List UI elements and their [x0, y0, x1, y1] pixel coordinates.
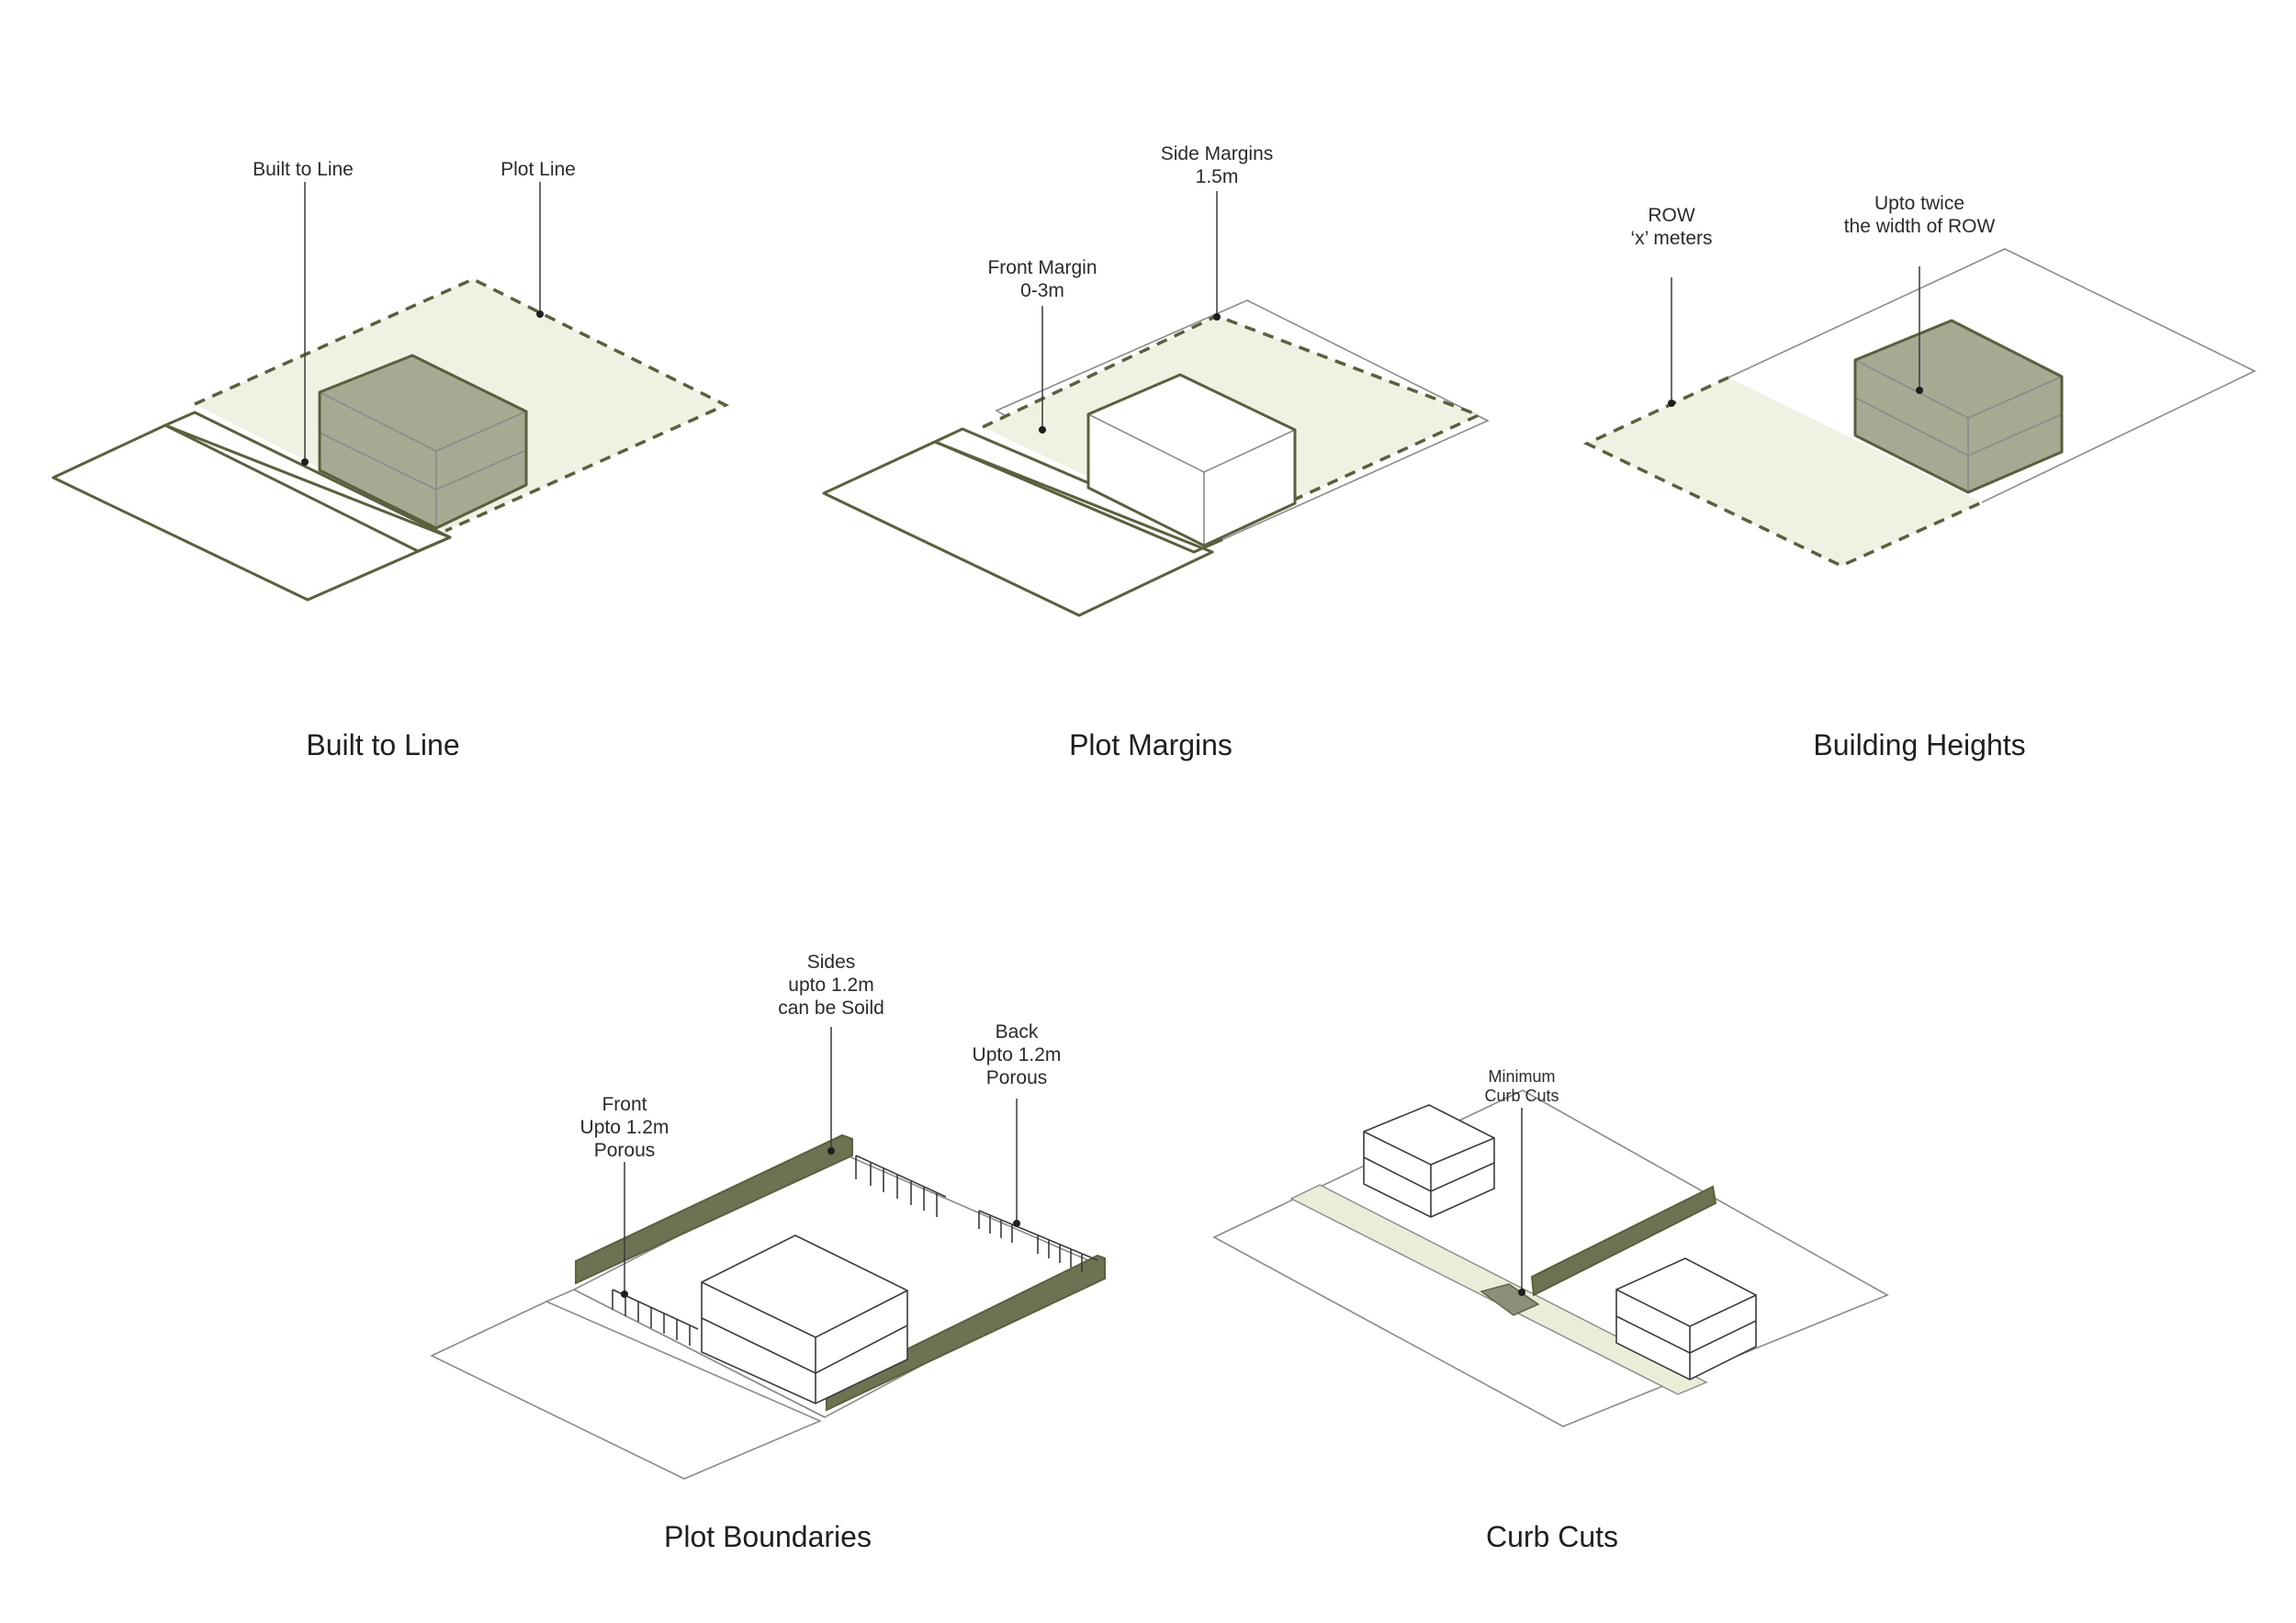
label-front-margin-1: Front Margin [987, 257, 1097, 278]
label-back-2: Upto 1.2m [973, 1044, 1062, 1065]
panel-title: Plot Margins [1069, 728, 1232, 761]
boundary-wall [1530, 1185, 1717, 1297]
row-area [1587, 378, 1982, 566]
label-front-2: Upto 1.2m [580, 1117, 670, 1138]
side-margin-dashed [982, 314, 1483, 538]
leader-dot [1039, 426, 1046, 434]
leader-dot [536, 310, 544, 318]
building-block-right [1615, 1257, 1757, 1381]
leader-dot [1518, 1289, 1525, 1296]
panel-built-to-line: Built to Line Plot Line Built to Line [51, 159, 730, 761]
label-front-3: Porous [594, 1140, 656, 1161]
panel-building-heights: ROW ‘x’ meters Upto twice the width of R… [1582, 193, 2257, 761]
label-upto-2: the width of ROW [1844, 216, 1996, 237]
row-dashed [1582, 376, 1983, 568]
building-block [318, 354, 528, 530]
leader-dot [1013, 1220, 1020, 1227]
building-block [701, 1234, 908, 1404]
label-back-3: Porous [986, 1067, 1048, 1088]
sidewalk-strip [933, 427, 1223, 554]
leader-dot [1213, 313, 1221, 321]
label-sides-1: Sides [807, 952, 856, 973]
right-side-wall-solid [826, 1254, 1106, 1412]
label-minimum: Minimum [1488, 1067, 1555, 1086]
label-back-1: Back [996, 1021, 1039, 1043]
label-front-margin-2: 0-3m [1020, 280, 1064, 301]
plot-line-dashed [194, 277, 730, 533]
label-row-2: ‘x’ meters [1630, 228, 1712, 249]
label-curb-cuts: Curb Cuts [1484, 1087, 1559, 1105]
front-fence-porous [612, 1289, 699, 1346]
back-fence-porous [855, 1155, 1098, 1272]
road-strip [822, 440, 1214, 617]
panel-title: Building Heights [1813, 728, 2025, 761]
label-built-to-line: Built to Line [253, 159, 354, 180]
label-plot-line: Plot Line [501, 159, 576, 180]
panel-plot-boundaries: Sides upto 1.2m can be Soild Back Upto 1… [430, 952, 1107, 1553]
building-block [1086, 373, 1297, 547]
leader-dot [301, 458, 309, 466]
label-row-1: ROW [1648, 205, 1695, 226]
panel-title: Built to Line [306, 728, 459, 761]
sidewalk-strip [163, 411, 452, 553]
label-front-1: Front [602, 1094, 647, 1115]
label-sides-3: can be Soild [778, 997, 884, 1019]
side-wall-solid [575, 1133, 853, 1285]
panel-title: Plot Boundaries [664, 1520, 872, 1553]
panel-title: Curb Cuts [1486, 1520, 1618, 1553]
leader-dot [1916, 387, 1923, 394]
building-block [1853, 319, 2064, 494]
panel-plot-margins: Side Margins 1.5m Front Margin 0-3m Plot… [822, 143, 1490, 761]
label-upto-1: Upto twice [1874, 193, 1964, 214]
road-strip [430, 1301, 823, 1480]
label-side-margins-2: 1.5m [1196, 166, 1239, 187]
label-sides-2: upto 1.2m [788, 975, 873, 996]
panel-curb-cuts: Minimum Curb Cuts Curb Cuts [1212, 1067, 1889, 1553]
plot-outline [1728, 248, 2257, 503]
street-outline [1212, 1089, 1889, 1427]
leader-dot [1668, 400, 1675, 407]
leader-dot [621, 1291, 628, 1298]
curb-cut-marker [1480, 1283, 1540, 1316]
leader-dot [827, 1147, 835, 1155]
building-block-left [1363, 1104, 1495, 1218]
label-side-margins-1: Side Margins [1161, 143, 1274, 164]
